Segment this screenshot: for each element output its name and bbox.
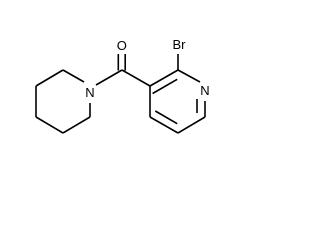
bromine-label: Br <box>173 37 187 52</box>
amide-nitrogen-label: N <box>85 85 94 100</box>
bond-pyridine-c2-n <box>177 69 201 83</box>
bond-piperidine-upper-left <box>35 69 64 87</box>
bond-pyridine-c5-c4 <box>149 116 179 134</box>
molecule-structure-figure: O Br N N <box>35 37 210 134</box>
molecule-structure-svg: O Br N N <box>35 37 210 134</box>
bond-carbonyl-to-amide-n <box>95 69 123 86</box>
bond-piperidine-lower-right <box>62 116 91 134</box>
bond-pyridine-c5-c4-inner <box>154 110 178 125</box>
bond-pyridine-c2-c3-inner <box>152 78 178 95</box>
bond-pyridine-c3-c2 <box>149 69 179 87</box>
bond-piperidine-n-upper <box>62 69 85 83</box>
bond-piperidine-lower-left <box>35 116 64 134</box>
bond-carbonyl-to-pyridine <box>121 69 151 87</box>
bond-pyridine-c6-c5 <box>177 116 206 134</box>
oxygen-label: O <box>117 38 127 53</box>
ring-nitrogen-label: N <box>200 83 209 98</box>
